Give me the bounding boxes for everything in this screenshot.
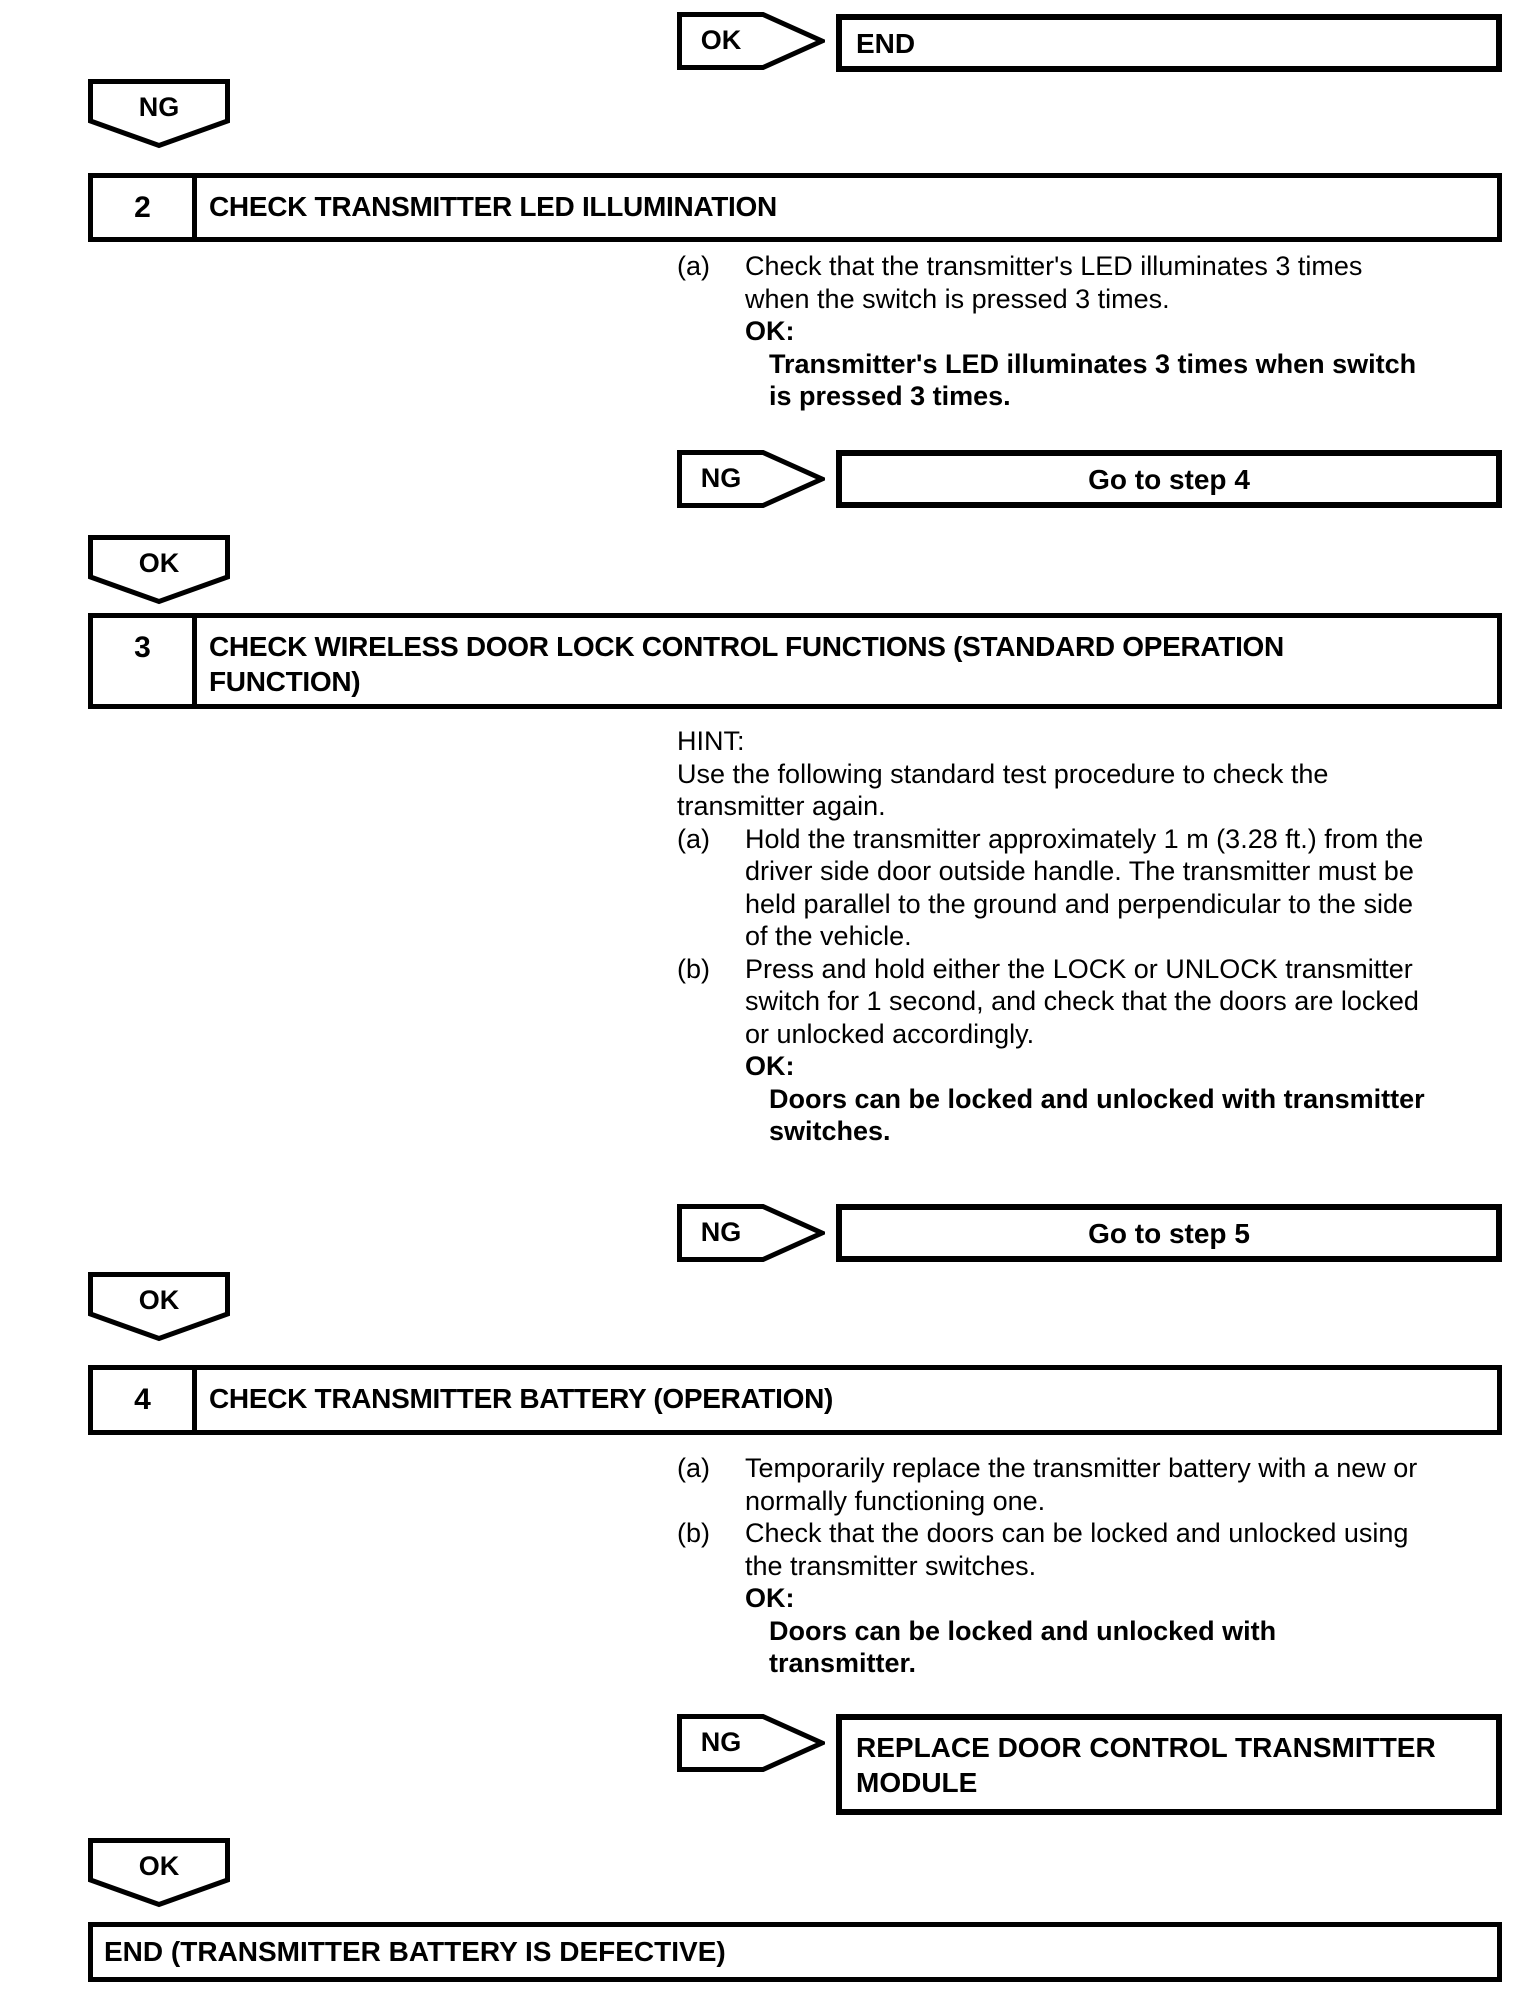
step3-item-a-cont: held parallel to the ground and perpendi…	[745, 888, 1413, 919]
result-text: END	[856, 27, 916, 59]
step3-item-a-cont: of the vehicle.	[745, 921, 912, 951]
step2-item-a-cont: when the switch is pressed 3 times.	[745, 283, 1170, 314]
step3-item-a-cont: driver side door outside handle. The tra…	[745, 856, 1414, 886]
step4-item-a-cont: normally functioning one.	[745, 1485, 1046, 1516]
ng-arrow-step3: NG	[677, 1204, 825, 1262]
step2-body: (a) Check that the transmitter's LED ill…	[677, 250, 1416, 413]
step3-hint-label: HINT:	[677, 726, 745, 756]
step2-number: 2	[93, 178, 197, 237]
step2-ok-condition: Transmitter's LED illuminates 3 times wh…	[769, 348, 1417, 379]
ok-pentagon-label: OK	[138, 1851, 180, 1881]
item-text: Press and hold either the LOCK or UNLOCK…	[745, 953, 1413, 984]
result-text: Go to step 5	[1088, 1217, 1250, 1249]
step4-item-a: (a) Temporarily replace the transmitter …	[677, 1452, 1417, 1485]
ng-arrow-step4: NG	[677, 1714, 825, 1772]
step2-item-a: (a) Check that the transmitter's LED ill…	[677, 250, 1416, 283]
ok-pentagon-step3: OK	[88, 1272, 230, 1342]
step3-item-b: (b) Press and hold either the LOCK or UN…	[677, 953, 1425, 986]
item-marker: (b)	[677, 953, 710, 984]
end-box-text: END (TRANSMITTER BATTERY IS DEFECTIVE)	[104, 1936, 726, 1967]
ok-pentagon-step2: OK	[88, 535, 230, 605]
step4-ok-condition-cont: transmitter.	[769, 1648, 917, 1678]
step4-body: (a) Temporarily replace the transmitter …	[677, 1452, 1417, 1680]
item-marker: (a)	[677, 823, 710, 854]
step3-item-b-cont: switch for 1 second, and check that the …	[745, 986, 1419, 1016]
step3-header-box: 3 CHECK WIRELESS DOOR LOCK CONTROL FUNCT…	[88, 613, 1502, 709]
step4-header-box: 4 CHECK TRANSMITTER BATTERY (OPERATION)	[88, 1365, 1502, 1435]
end-box-bottom: END (TRANSMITTER BATTERY IS DEFECTIVE)	[88, 1922, 1502, 1982]
step3-item-b-cont: or unlocked accordingly.	[745, 1018, 1035, 1049]
ng-pentagon-step1: NG	[88, 79, 230, 149]
item-text: Temporarily replace the transmitter batt…	[745, 1453, 1418, 1483]
ng-arrow-label: NG	[700, 1217, 742, 1247]
down-pentagon-icon	[88, 79, 230, 149]
result-box-replace-module: REPLACE DOOR CONTROL TRANSMITTER MODULE	[836, 1714, 1502, 1815]
right-arrow-icon	[677, 1714, 825, 1772]
result-text-line1: REPLACE DOOR CONTROL TRANSMITTER	[856, 1731, 1436, 1763]
step3-title-line1: CHECK WIRELESS DOOR LOCK CONTROL FUNCTIO…	[209, 631, 1284, 662]
item-marker: (a)	[677, 251, 710, 281]
step2-title: CHECK TRANSMITTER LED ILLUMINATION	[209, 191, 777, 222]
step4-number: 4	[93, 1370, 197, 1430]
step4-ok-condition: Doors can be locked and unlocked with	[769, 1615, 1277, 1646]
step2-ok-condition-cont: is pressed 3 times.	[769, 381, 1011, 411]
down-pentagon-icon	[88, 1272, 230, 1342]
step3-hint-line2: transmitter again.	[677, 791, 886, 821]
step4-ok-label: OK:	[745, 1583, 795, 1613]
right-arrow-icon	[677, 12, 825, 70]
item-text: Check that the transmitter's LED illumin…	[745, 251, 1363, 281]
ok-pentagon-label: OK	[138, 548, 180, 578]
step3-hint-line1: Use the following standard test procedur…	[677, 758, 1329, 789]
ng-arrow-step2: NG	[677, 450, 825, 508]
ng-pentagon-label: NG	[138, 92, 180, 122]
step2-header-box: 2 CHECK TRANSMITTER LED ILLUMINATION	[88, 173, 1502, 242]
down-pentagon-icon	[88, 535, 230, 605]
right-arrow-icon	[677, 450, 825, 508]
step3-number: 3	[93, 618, 197, 704]
ok-pentagon-step4: OK	[88, 1838, 230, 1908]
item-marker: (b)	[677, 1518, 710, 1548]
item-text: Check that the doors can be locked and u…	[745, 1518, 1409, 1548]
result-text-line2: MODULE	[856, 1766, 978, 1798]
result-box-go-to-step5: Go to step 5	[836, 1204, 1502, 1262]
step3-ok-condition-cont: switches.	[769, 1116, 891, 1146]
step3-ok-label: OK:	[745, 1051, 795, 1081]
step3-title-line2: FUNCTION)	[209, 666, 361, 697]
down-pentagon-icon	[88, 1838, 230, 1908]
result-box-end-top: END	[836, 14, 1502, 72]
result-text: Go to step 4	[1088, 463, 1250, 495]
step4-item-b-cont: the transmitter switches.	[745, 1550, 1037, 1581]
step3-body: HINT: Use the following standard test pr…	[677, 725, 1425, 1148]
item-marker: (a)	[677, 1453, 710, 1483]
step3-ok-condition: Doors can be locked and unlocked with tr…	[769, 1083, 1425, 1114]
step3-item-a: (a) Hold the transmitter approximately 1…	[677, 823, 1425, 856]
step4-title: CHECK TRANSMITTER BATTERY (OPERATION)	[209, 1383, 834, 1414]
ok-pentagon-label: OK	[138, 1285, 180, 1315]
ng-arrow-label: NG	[700, 1727, 742, 1757]
step3-title: CHECK WIRELESS DOOR LOCK CONTROL FUNCTIO…	[197, 618, 1292, 704]
ng-arrow-label: NG	[700, 463, 742, 493]
item-text: Hold the transmitter approximately 1 m (…	[745, 823, 1424, 854]
step4-item-b: (b) Check that the doors can be locked a…	[677, 1517, 1417, 1550]
ok-arrow-step1: OK	[677, 12, 825, 70]
ok-arrow-label: OK	[700, 25, 742, 55]
right-arrow-icon	[677, 1204, 825, 1262]
result-box-go-to-step4: Go to step 4	[836, 450, 1502, 508]
step2-ok-label: OK:	[745, 316, 795, 346]
